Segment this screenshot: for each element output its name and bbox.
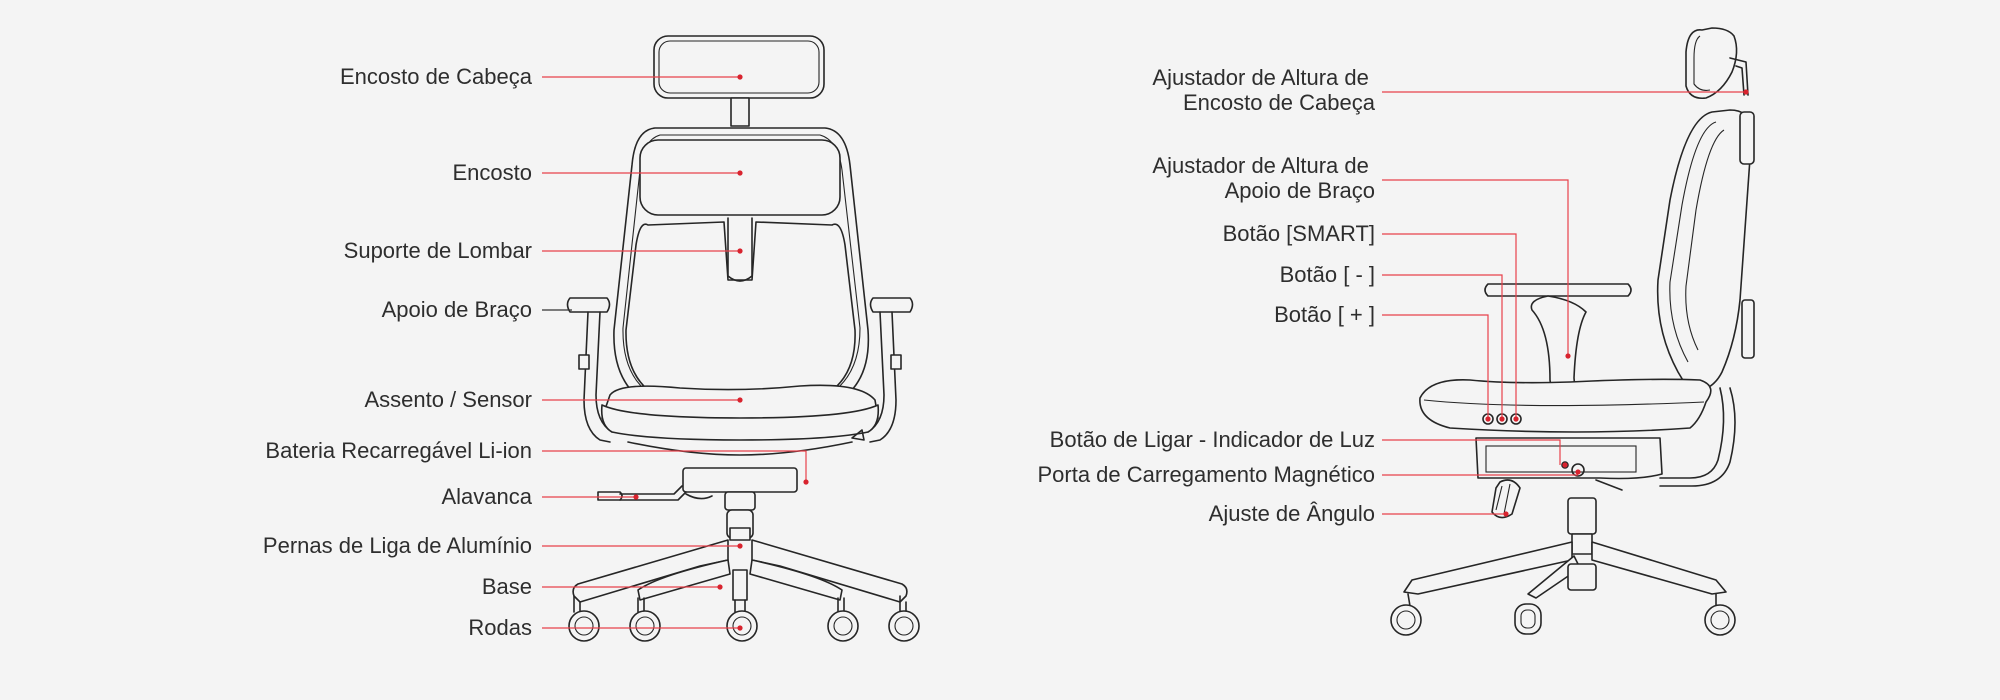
side-view-chair <box>1390 27 1755 636</box>
callout-pernas: Pernas de Liga de Alumínio <box>263 533 743 558</box>
label-botao-ligar: Botão de Ligar - Indicador de Luz <box>1050 427 1375 452</box>
label-pernas-de-liga: Pernas de Liga de Alumínio <box>263 533 532 558</box>
callout-porta-carregamento: Porta de Carregamento Magnético <box>1037 462 1581 487</box>
callout-alavanca: Alavanca <box>441 484 639 509</box>
label-bateria-recarregavel: Bateria Recarregável Li-ion <box>265 438 532 463</box>
label-base: Base <box>482 574 532 599</box>
callout-botao-menos: Botão [ - ] <box>1280 262 1505 422</box>
callout-apoio-de-braco: Apoio de Braço <box>382 297 572 322</box>
label-encosto-de-cabeca: Encosto de Cabeça <box>340 64 533 89</box>
callout-suporte-de-lombar: Suporte de Lombar <box>344 238 743 263</box>
callout-encosto-de-cabeca: Encosto de Cabeça <box>340 64 743 89</box>
callout-base: Base <box>482 574 723 599</box>
label-apoio-de-braco: Apoio de Braço <box>382 297 532 322</box>
callout-encosto: Encosto <box>453 160 743 185</box>
callout-ajustador-encosto-cabeca: Ajustador de Altura de Encosto de Cabeça <box>1152 65 1749 115</box>
front-view-callouts: Encosto de Cabeça Encosto Suporte de Lom… <box>263 64 809 640</box>
callout-bateria: Bateria Recarregável Li-ion <box>265 438 809 485</box>
label-alavanca: Alavanca <box>441 484 532 509</box>
label-ajustador-encosto-cabeca: Ajustador de Altura de Encosto de Cabeça <box>1152 65 1375 115</box>
label-botao-mais: Botão [ + ] <box>1274 302 1375 327</box>
front-view-chair <box>566 35 920 642</box>
callout-botao-ligar: Botão de Ligar - Indicador de Luz <box>1050 427 1568 468</box>
label-botao-smart: Botão [SMART] <box>1223 221 1375 246</box>
side-view-callouts: Ajustador de Altura de Encosto de Cabeça… <box>1037 65 1749 526</box>
label-ajustador-apoio-braco: Ajustador de Altura de Apoio de Braço <box>1152 153 1375 203</box>
callout-rodas: Rodas <box>468 615 743 640</box>
callout-botao-mais: Botão [ + ] <box>1274 302 1491 422</box>
label-assento-sensor: Assento / Sensor <box>364 387 532 412</box>
label-rodas: Rodas <box>468 615 532 640</box>
label-encosto: Encosto <box>453 160 533 185</box>
label-porta-carregamento: Porta de Carregamento Magnético <box>1037 462 1375 487</box>
label-suporte-de-lombar: Suporte de Lombar <box>344 238 532 263</box>
callout-botao-smart: Botão [SMART] <box>1223 221 1519 422</box>
callout-ajuste-de-angulo: Ajuste de Ângulo <box>1209 501 1509 526</box>
callout-ajustador-apoio-braco: Ajustador de Altura de Apoio de Braço <box>1152 153 1571 359</box>
callout-assento-sensor: Assento / Sensor <box>364 387 743 412</box>
label-botao-menos: Botão [ - ] <box>1280 262 1375 287</box>
label-ajuste-de-angulo: Ajuste de Ângulo <box>1209 501 1375 526</box>
